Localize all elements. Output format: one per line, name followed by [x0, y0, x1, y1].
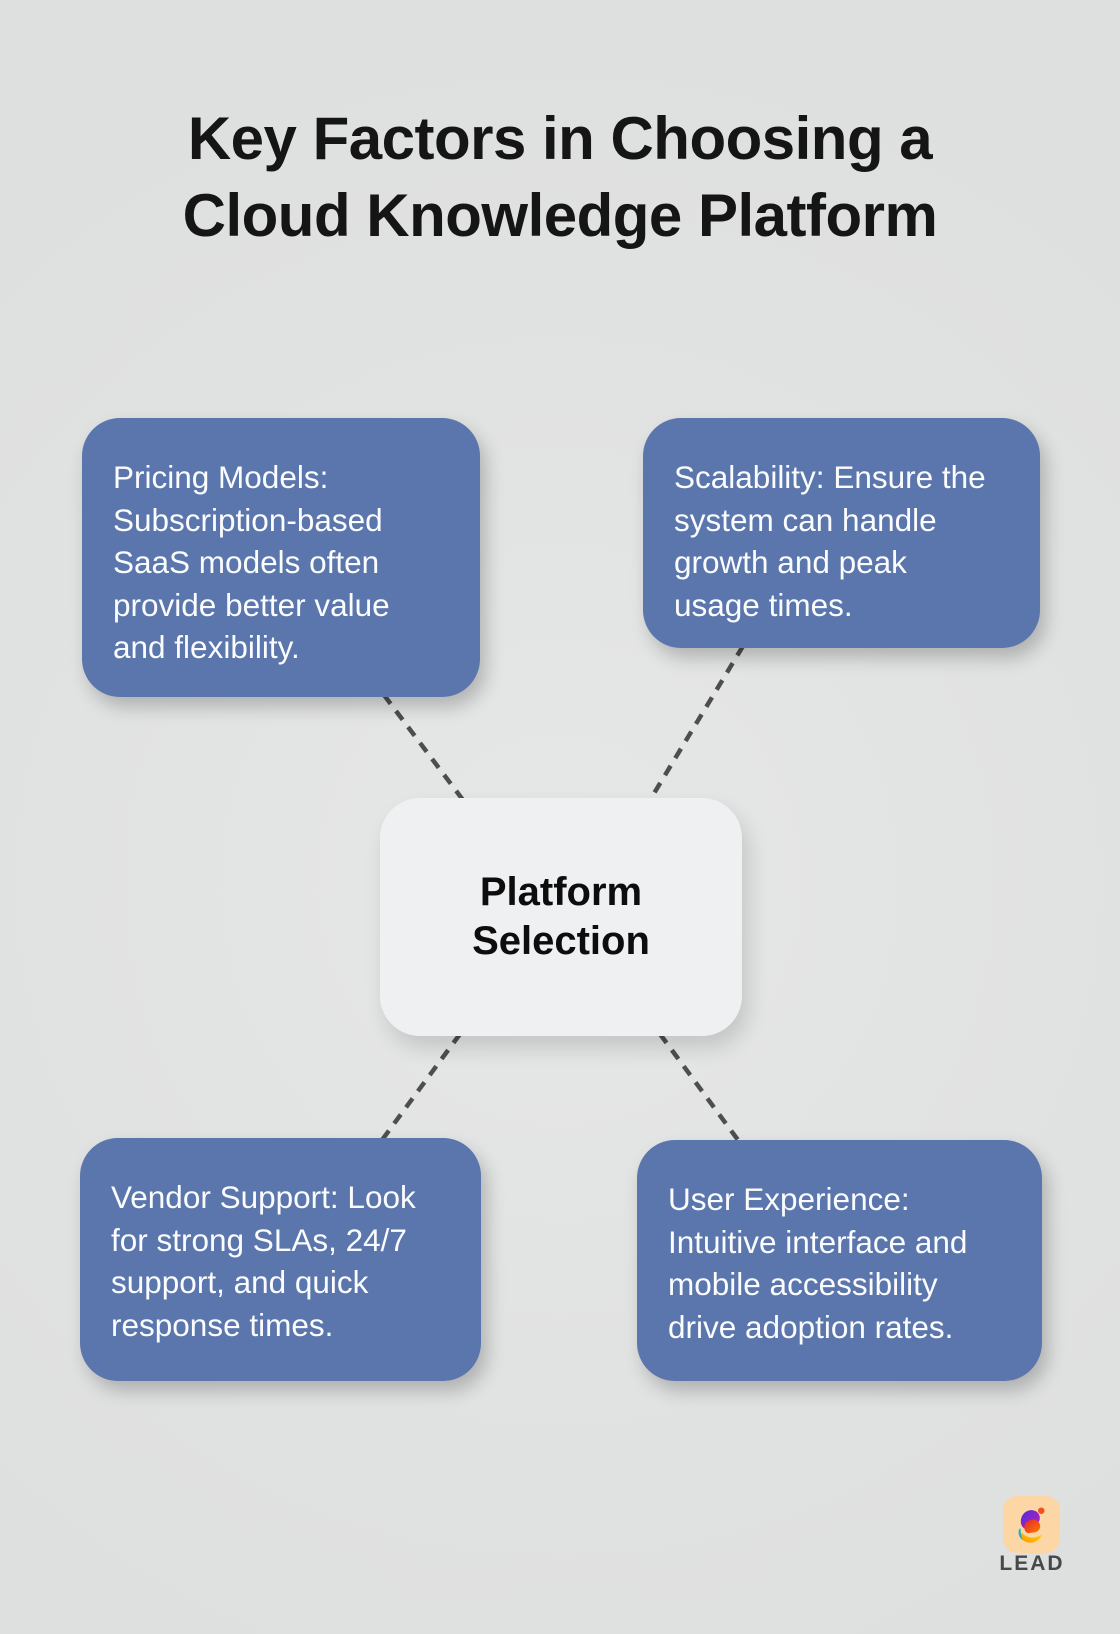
factor-card-pricing-models: Pricing Models: Subscription-based SaaS …	[82, 418, 480, 697]
connector-line-bottom-right	[658, 1032, 740, 1142]
center-node-label: Platform Selection	[472, 870, 650, 963]
page-title: Key Factors in Choosing a Cloud Knowledg…	[182, 105, 938, 249]
factor-card-scalability: Scalability: Ensure the system can handl…	[643, 418, 1040, 648]
lead-logo	[1003, 1496, 1060, 1553]
connector-line-top-left	[382, 693, 465, 802]
factor-card-user-experience: User Experience: Intuitive interface and…	[637, 1140, 1042, 1381]
connector-line-top-right	[648, 644, 745, 802]
factor-card-vendor-support: Vendor Support: Look for strong SLAs, 24…	[80, 1138, 481, 1381]
lead-ribbon-i-icon	[1017, 1506, 1045, 1543]
connector-line-bottom-left	[380, 1032, 462, 1142]
center-node: Platform Selection	[380, 798, 742, 1036]
lead-wordmark: LEAD	[999, 1552, 1065, 1575]
